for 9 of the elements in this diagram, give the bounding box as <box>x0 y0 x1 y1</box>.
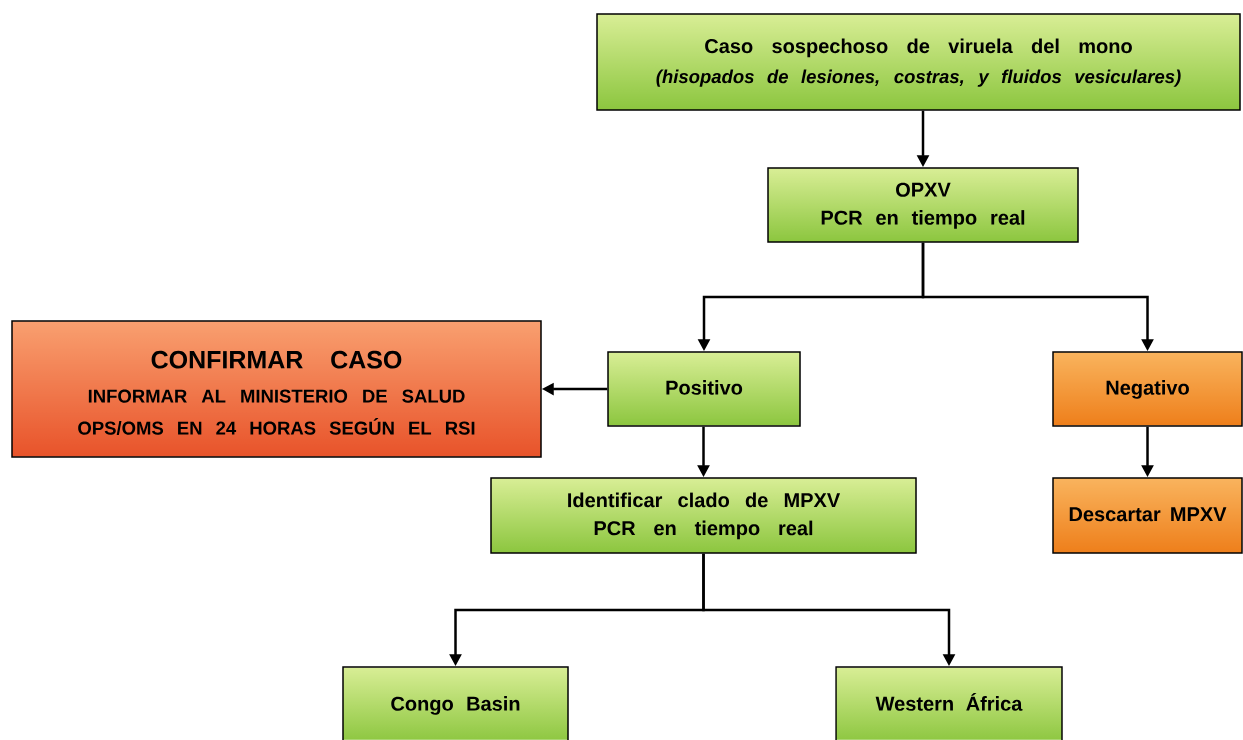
process-box: Positivo <box>607 351 801 427</box>
result-box: Descartar MPXV <box>1052 477 1243 554</box>
process-box: OPXV PCR en tiempo real <box>767 167 1079 243</box>
action-box: CONFIRMAR CASO INFORMAR AL MINISTERIO DE SALUD OPS/OMS EN 24 HORAS SEGÚN EL RSI <box>11 320 542 458</box>
process-box: Identificar clado de MPXV PCR en tiempo real <box>490 477 917 554</box>
process-box: Congo Basin <box>342 666 569 740</box>
process-box: Caso sospechoso de viruela del mono (hisopados de lesiones, costras, y fluidos vesiculares) <box>596 13 1241 111</box>
result-box: Negativo <box>1052 351 1243 427</box>
process-box: Western África <box>835 666 1063 740</box>
